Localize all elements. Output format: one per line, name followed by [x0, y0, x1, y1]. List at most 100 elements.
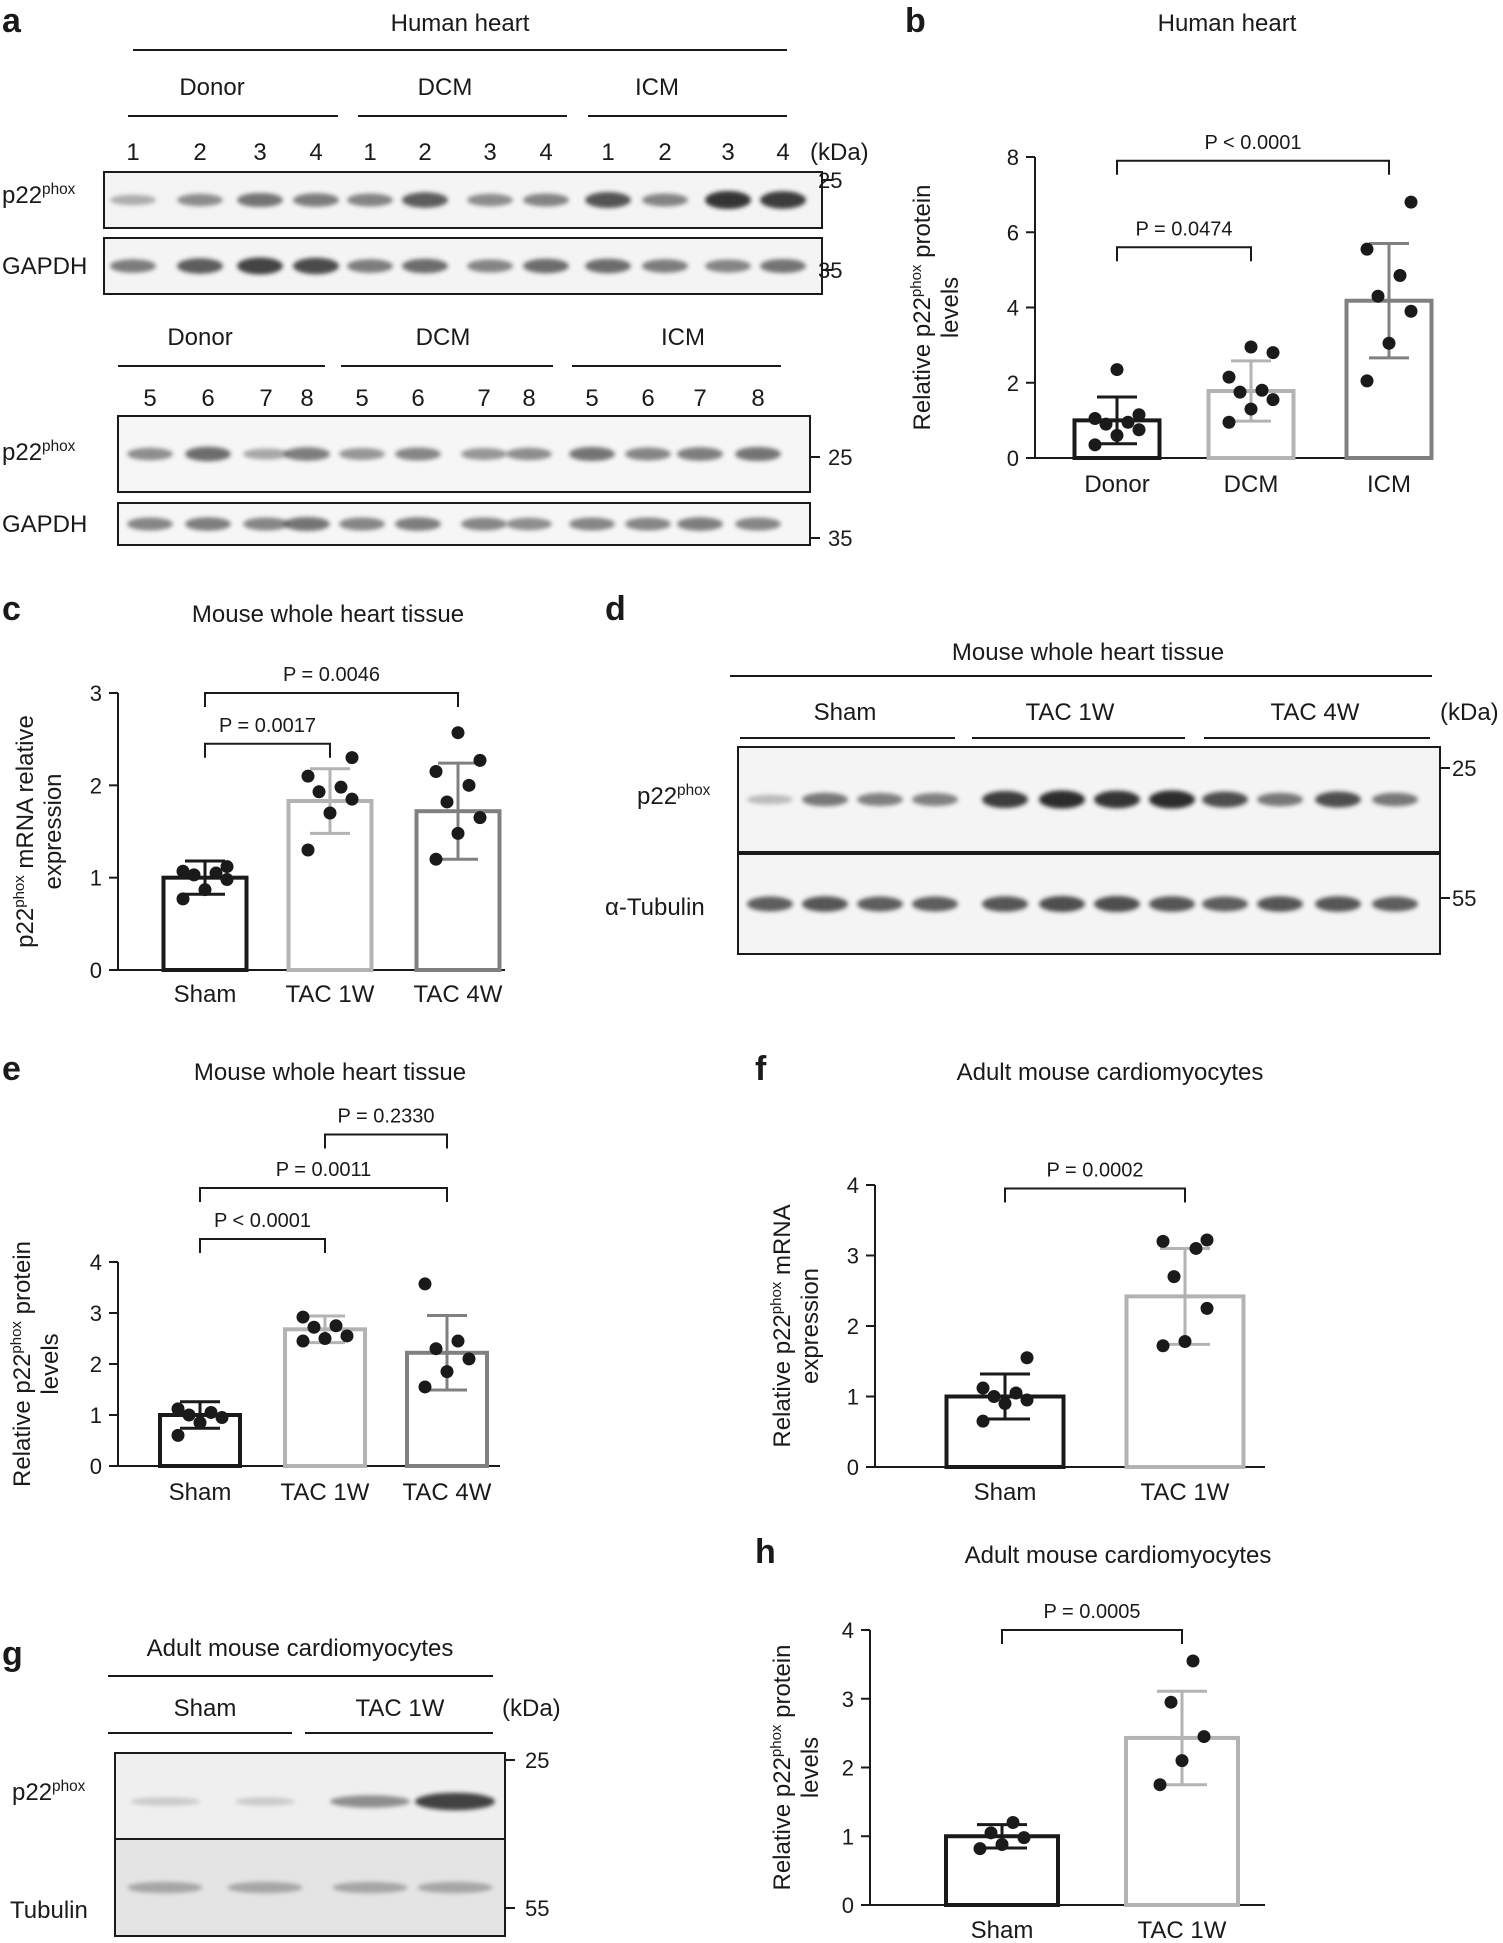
x-category-label: Sham	[971, 1917, 1034, 1943]
chart-h: Adult mouse cardiomyocytes01234Relative …	[768, 1542, 1271, 1943]
data-point	[296, 1310, 310, 1324]
data-point	[1132, 408, 1146, 422]
panel-a-title: Human heart	[391, 10, 530, 37]
x-category-label: ICM	[1367, 471, 1411, 498]
data-point	[1244, 402, 1258, 416]
blot-band	[227, 1881, 303, 1894]
data-point	[1006, 1816, 1020, 1829]
y-axis-label-line1: p22phox mRNA relative	[11, 715, 39, 948]
data-point	[307, 1320, 321, 1334]
blot-group-label: DCM	[418, 74, 473, 101]
data-point	[976, 1381, 990, 1395]
lane-number: 4	[776, 139, 789, 166]
y-tick-label: 4	[847, 1173, 859, 1198]
y-tick-label: 0	[90, 958, 102, 983]
y-tick-label: 4	[1007, 296, 1019, 321]
data-point	[204, 1405, 218, 1419]
y-axis-label-pre: p22	[12, 908, 39, 948]
data-point	[1017, 1831, 1031, 1845]
data-point	[451, 726, 465, 740]
data-point	[1164, 1695, 1178, 1709]
blot-band	[461, 448, 507, 460]
data-point	[451, 1334, 465, 1348]
data-point	[1255, 383, 1269, 397]
data-point	[429, 764, 443, 778]
blot-band	[347, 193, 393, 207]
blot-band	[1315, 791, 1361, 808]
blot-band	[1094, 790, 1140, 809]
y-tick-label: 2	[90, 773, 102, 798]
data-point	[462, 1352, 476, 1366]
data-point	[1175, 1754, 1189, 1768]
blot-band	[857, 896, 903, 912]
y-tick-label: 2	[847, 1314, 859, 1339]
data-point	[987, 1390, 1001, 1403]
data-point	[1088, 438, 1102, 452]
blot-group-label: ICM	[661, 324, 705, 351]
y-axis-label-sup: phox	[908, 264, 925, 297]
significance-bracket	[1116, 159, 1390, 175]
y-axis-label: Relative p22phox mRNAexpression	[768, 1204, 824, 1447]
blot-band	[130, 1797, 200, 1806]
blot-band	[461, 517, 507, 531]
data-point	[1200, 1301, 1214, 1315]
blot-band	[347, 259, 393, 273]
data-point	[318, 1332, 332, 1345]
lane-number: 6	[411, 385, 424, 412]
significance-bracket	[1004, 1187, 1186, 1203]
data-point	[976, 1414, 990, 1428]
y-tick-label: 3	[842, 1687, 854, 1712]
blot-row-label-text: p22	[637, 783, 677, 810]
y-axis-label-pre: Relative p22	[909, 297, 936, 430]
blot-band	[415, 1792, 495, 1811]
data-point	[1110, 363, 1124, 377]
blot-row-label: p22phox	[12, 1778, 86, 1806]
data-point	[296, 1334, 310, 1348]
lane-number: 5	[585, 385, 598, 412]
y-tick-label: 4	[90, 1250, 102, 1275]
blot-row-label-text: Tubulin	[10, 1897, 88, 1924]
x-category-label: TAC 1W	[1141, 1479, 1230, 1506]
p-value-label: P = 0.0046	[283, 664, 380, 686]
data-point	[220, 860, 234, 874]
blot-band	[747, 896, 793, 912]
blot-band	[127, 447, 173, 461]
blot-band	[506, 517, 552, 531]
data-point	[345, 792, 359, 806]
lane-number: 7	[259, 385, 272, 412]
y-tick-label: 3	[90, 1301, 102, 1326]
blot-band	[857, 793, 903, 806]
lane-number: 6	[201, 385, 214, 412]
blot-band	[705, 191, 751, 209]
lane-number: 1	[126, 139, 139, 166]
lane-number: 5	[355, 385, 368, 412]
data-point	[193, 1416, 207, 1430]
blot-band	[1039, 896, 1085, 912]
blot-band	[642, 259, 688, 273]
blot-band	[585, 192, 631, 208]
panel-letter-h: h	[755, 1533, 776, 1571]
lane-number: 3	[483, 139, 496, 166]
blot-band	[1257, 792, 1303, 807]
blot-marker-label: 35	[818, 258, 842, 283]
lane-number: 4	[539, 139, 552, 166]
y-axis-label-line2: levels	[797, 1737, 824, 1798]
y-axis-label: Relative p22phox proteinlevels	[8, 1241, 64, 1487]
y-tick-label: 6	[1007, 220, 1019, 245]
lane-number: 8	[751, 385, 764, 412]
data-point	[1360, 374, 1374, 388]
y-tick-label: 2	[90, 1352, 102, 1377]
blot-row-label-sup: phox	[677, 782, 711, 799]
data-point	[1153, 1778, 1167, 1792]
data-point	[440, 1365, 454, 1379]
significance-bracket	[204, 692, 459, 707]
blot-band	[802, 896, 848, 912]
blot-band	[185, 517, 231, 531]
blot-band	[1039, 790, 1085, 809]
panel-d-title: Mouse whole heart tissue	[952, 639, 1224, 666]
p-value-label: P < 0.0001	[214, 1210, 311, 1232]
data-point	[1156, 1339, 1170, 1353]
